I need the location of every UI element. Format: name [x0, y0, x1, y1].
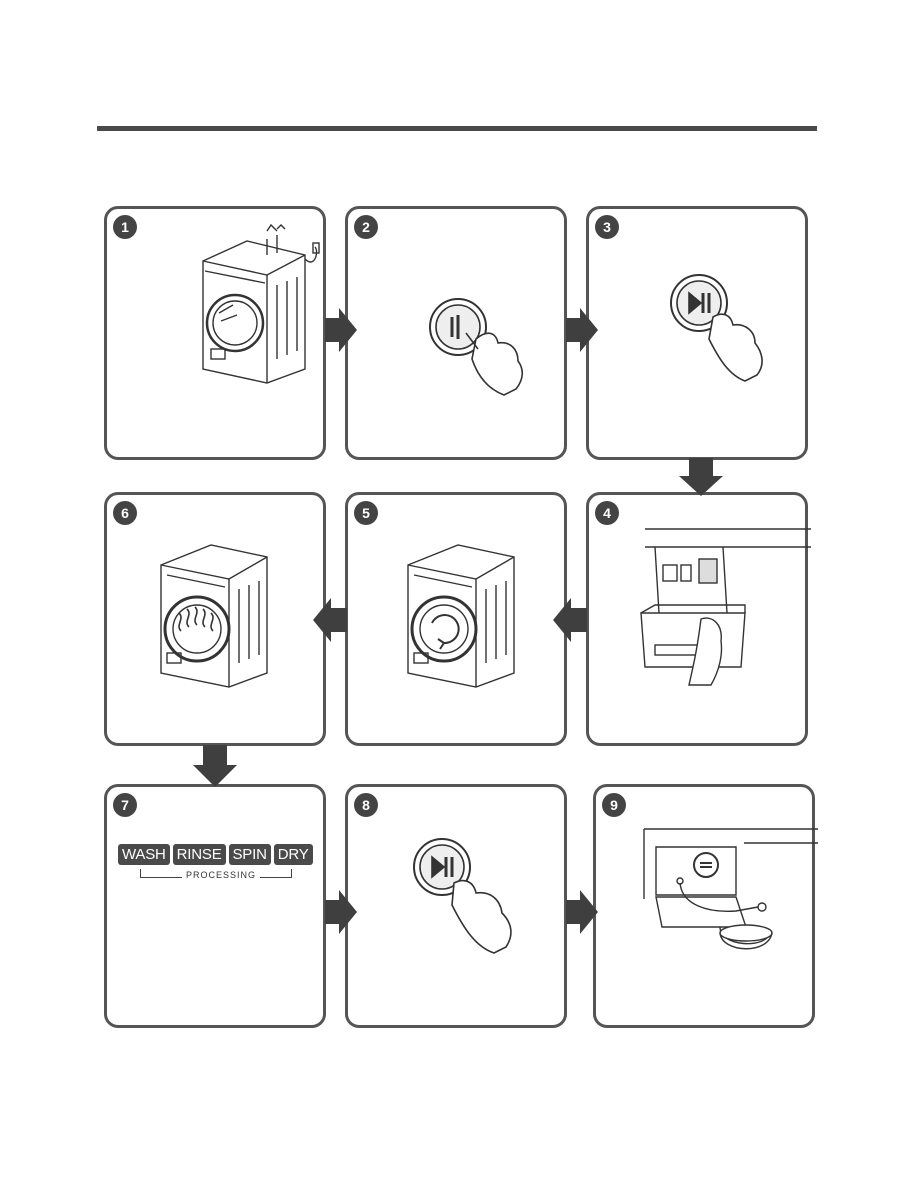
drain-filter-icon — [596, 787, 818, 1031]
arrow-down-icon — [679, 458, 723, 496]
start-pause-press-icon — [348, 787, 570, 1031]
step-panel-8: 8 — [345, 784, 567, 1028]
washer-connected-icon — [107, 209, 329, 463]
washer-water-icon — [107, 495, 329, 749]
step-panel-9: 9 — [593, 784, 815, 1028]
header-rule — [97, 126, 817, 131]
step-panel-1: 1 — [104, 206, 326, 460]
step-panel-2: 2 — [345, 206, 567, 460]
arrow-right-icon — [325, 308, 357, 352]
step-panel-7: 7 — [104, 784, 326, 1028]
arrow-left-icon — [553, 598, 587, 642]
stage-dry-label: DRY — [274, 844, 313, 865]
step-number-badge: 7 — [113, 793, 137, 817]
step-panel-3: 3 — [586, 206, 808, 460]
arrow-left-icon — [313, 598, 347, 642]
arrow-right-icon — [325, 890, 357, 934]
arrow-right-icon — [566, 308, 598, 352]
stage-spin-label: SPIN — [229, 844, 271, 865]
stage-rinse-label: RINSE — [173, 844, 226, 865]
step-panel-5: 5 — [345, 492, 567, 746]
power-button-press-icon — [348, 209, 570, 463]
arrow-down-icon — [193, 745, 237, 787]
start-pause-press-icon — [589, 209, 811, 463]
processing-label: PROCESSING — [182, 870, 260, 880]
step-panel-6: 6 — [104, 492, 326, 746]
arrow-right-icon — [566, 890, 598, 934]
washer-rotate-icon — [348, 495, 570, 749]
step-panel-4: 4 — [586, 492, 808, 746]
detergent-drawer-icon — [589, 495, 811, 749]
stage-wash-label: WASH — [118, 844, 170, 865]
